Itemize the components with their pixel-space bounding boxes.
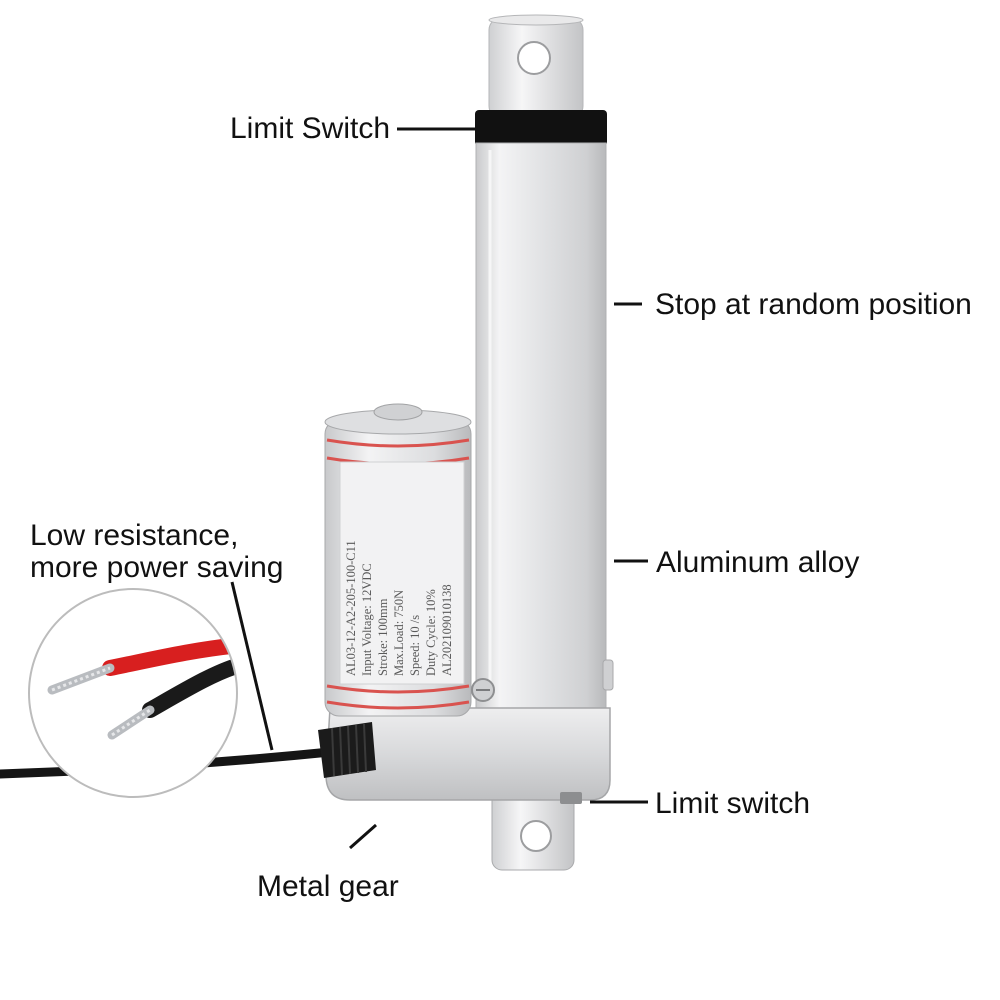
motor-spec-line: Duty Cycle: 10% [424, 589, 438, 676]
aluminum-alloy-label: Aluminum alloy [656, 546, 860, 579]
metal-gear-label: Metal gear [257, 870, 399, 903]
actuator-rod [488, 14, 584, 119]
motor-spec-line: AL03-12-A2-205-100-C11 [344, 540, 358, 676]
motor-spec-line: AL202109010138 [440, 584, 454, 676]
limit-switch-bottom-label: Limit switch [655, 787, 811, 820]
wire-zoom-inset [28, 588, 238, 798]
low-resistance-label: Low resistance, more power saving [30, 520, 283, 584]
motor-spec-line: Speed: 10 /s [408, 615, 422, 676]
rod-mount-hole [517, 41, 551, 75]
limit-switch-top-label: Limit Switch [230, 112, 391, 145]
motor-label-sticker [339, 461, 465, 685]
bottom-mount-hole [520, 820, 552, 852]
aluminum-tube [475, 142, 607, 714]
gearbox-housing [325, 707, 611, 801]
stop-random-position-label: Stop at random position [655, 288, 972, 321]
motor-spec-line: Stroke: 100mm [376, 598, 390, 676]
motor-spec-text: AL03-12-A2-205-100-C11 Input Voltage: 12… [344, 540, 454, 676]
motor-spec-line: Max.Load: 750N [392, 590, 406, 676]
leader-lines [230, 127, 648, 850]
motor: AL03-12-A2-205-100-C11 Input Voltage: 12… [324, 403, 472, 717]
leader-gear [349, 823, 377, 850]
low-resistance-line1: Low resistance, [30, 519, 239, 552]
motor-spec-line: Input Voltage: 12VDC [360, 563, 374, 676]
limit-switch-band [475, 110, 607, 146]
bottom-mount [491, 789, 575, 871]
leader-low-resistance [230, 581, 274, 751]
low-resistance-line2: more power saving [30, 551, 284, 584]
